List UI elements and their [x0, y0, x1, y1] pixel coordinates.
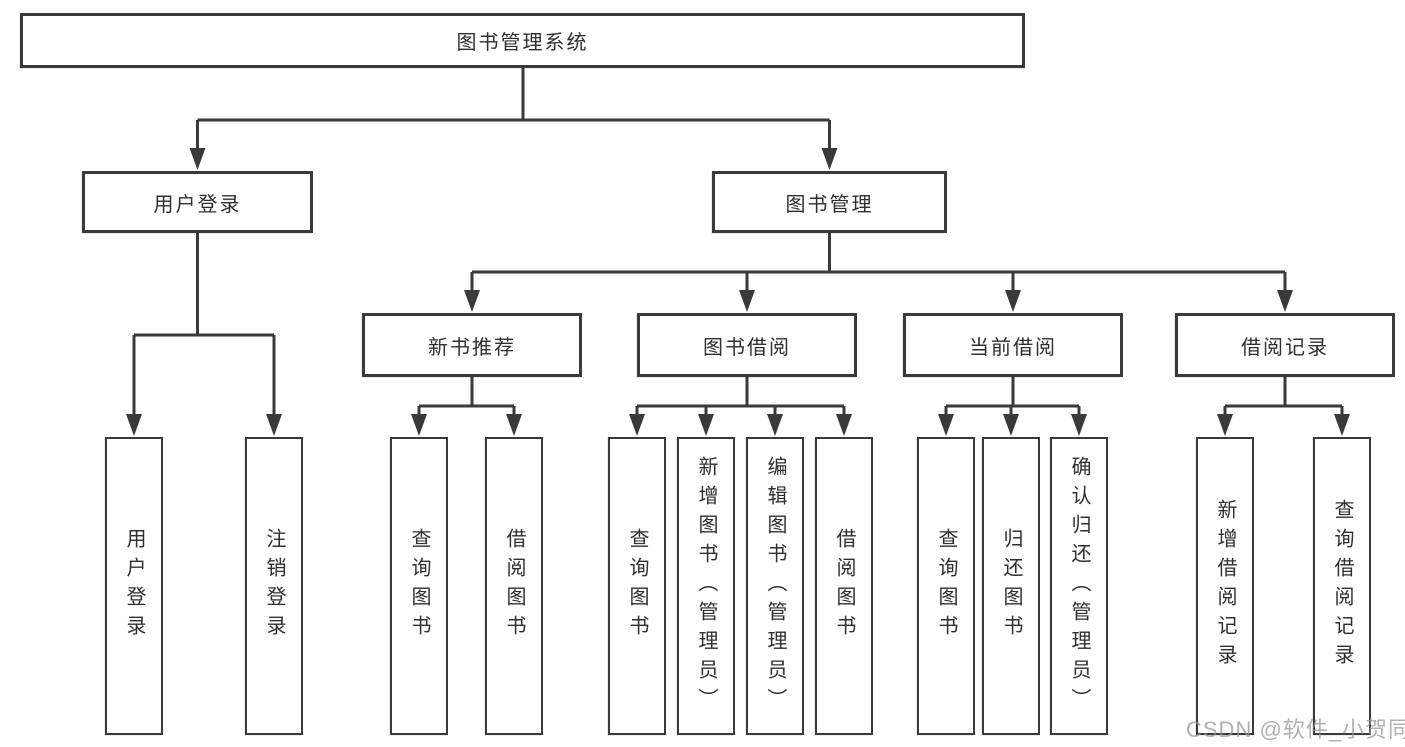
- connector-book-borrow-group: [635, 377, 846, 416]
- node-label: 当前借阅: [969, 336, 1057, 359]
- node-label: 图书借阅: [703, 336, 791, 359]
- leaf-label: 借阅图书: [833, 528, 855, 644]
- node-new-book-recommend: 新书推荐: [362, 313, 582, 377]
- arrow-leaf-bb-borrow: [836, 414, 852, 436]
- node-label: 新书推荐: [428, 336, 516, 359]
- leaf-label: 用户登录: [123, 528, 145, 644]
- leaf-br-query-record: 查询借阅记录: [1313, 437, 1371, 735]
- arrow-leaf-nb-borrow: [506, 414, 522, 436]
- leaf-bb-borrow-books: 借阅图书: [815, 437, 873, 735]
- csdn-watermark: CSDN @软件_小贺同学: [1186, 717, 1405, 742]
- arrow-leaf-nb-query: [411, 414, 427, 436]
- leaf-label: 查询借阅记录: [1331, 499, 1353, 673]
- leaf-label: 新增借阅记录: [1214, 499, 1236, 673]
- connector-root-to-level2: [196, 68, 831, 150]
- node-book-management: 图书管理: [712, 171, 947, 233]
- arrow-user-login: [189, 148, 206, 170]
- leaf-nb-borrow-books: 借阅图书: [485, 437, 543, 735]
- node-label: 用户登录: [153, 193, 242, 216]
- arrow-leaf-logout: [266, 414, 282, 436]
- node-label: 图书管理系统: [456, 32, 589, 54]
- leaf-bb-query-books: 查询图书: [608, 437, 666, 735]
- connector-borrow-records-group: [1223, 377, 1344, 416]
- connector-book-management-to-level3: [470, 233, 1287, 292]
- leaf-user-login: 用户登录: [105, 437, 163, 735]
- leaf-nb-query-books: 查询图书: [390, 437, 448, 735]
- leaf-bb-add-books-admin: 新增图书（管理员）: [677, 437, 735, 735]
- leaf-label: 新增图书（管理员）: [695, 455, 717, 717]
- leaf-label: 编辑图书（管理员）: [764, 455, 786, 717]
- leaf-label: 查询图书: [935, 528, 957, 644]
- leaf-cb-query-books: 查询图书: [917, 437, 975, 735]
- leaf-label: 确认归还（管理员）: [1068, 455, 1090, 717]
- arrow-leaf-bb-query: [629, 414, 645, 436]
- arrow-leaf-br-add: [1217, 414, 1233, 436]
- node-library-management-system: 图书管理系统: [20, 13, 1025, 68]
- arrow-leaf-cb-confirm: [1071, 414, 1087, 436]
- leaf-bb-edit-books-admin: 编辑图书（管理员）: [746, 437, 804, 735]
- arrow-leaf-cb-query: [938, 414, 954, 436]
- leaf-label: 查询图书: [408, 528, 430, 644]
- leaf-label: 归还图书: [1000, 528, 1022, 644]
- leaf-br-add-record: 新增借阅记录: [1196, 437, 1254, 735]
- node-current-borrow: 当前借阅: [903, 313, 1123, 377]
- node-book-borrow: 图书借阅: [637, 313, 857, 377]
- arrow-borrow-records: [1277, 290, 1293, 312]
- arrow-book-borrow: [739, 290, 755, 312]
- arrow-leaf-bb-edit: [767, 414, 783, 436]
- connector-user-login-group: [132, 233, 276, 416]
- leaf-label: 注销登录: [263, 528, 285, 644]
- arrow-current-borrow: [1005, 290, 1021, 312]
- arrow-new-book-recommend: [464, 290, 480, 312]
- leaf-label: 借阅图书: [503, 528, 525, 644]
- node-user-login: 用户登录: [82, 171, 313, 233]
- arrow-book-management: [821, 148, 838, 170]
- node-borrow-records: 借阅记录: [1175, 313, 1395, 377]
- leaf-label: 查询图书: [626, 528, 648, 644]
- arrow-leaf-br-query: [1334, 414, 1350, 436]
- connector-new-book-group: [417, 377, 516, 416]
- connector-current-borrow-group: [944, 377, 1081, 416]
- node-label: 图书管理: [785, 193, 874, 216]
- arrow-leaf-bb-add: [698, 414, 714, 436]
- leaf-cb-confirm-return-admin: 确认归还（管理员）: [1050, 437, 1108, 735]
- arrow-leaf-user-login: [126, 414, 142, 436]
- leaf-cb-return-books: 归还图书: [982, 437, 1040, 735]
- leaf-logout: 注销登录: [245, 437, 303, 735]
- node-label: 借阅记录: [1241, 336, 1329, 359]
- arrow-leaf-cb-return: [1003, 414, 1019, 436]
